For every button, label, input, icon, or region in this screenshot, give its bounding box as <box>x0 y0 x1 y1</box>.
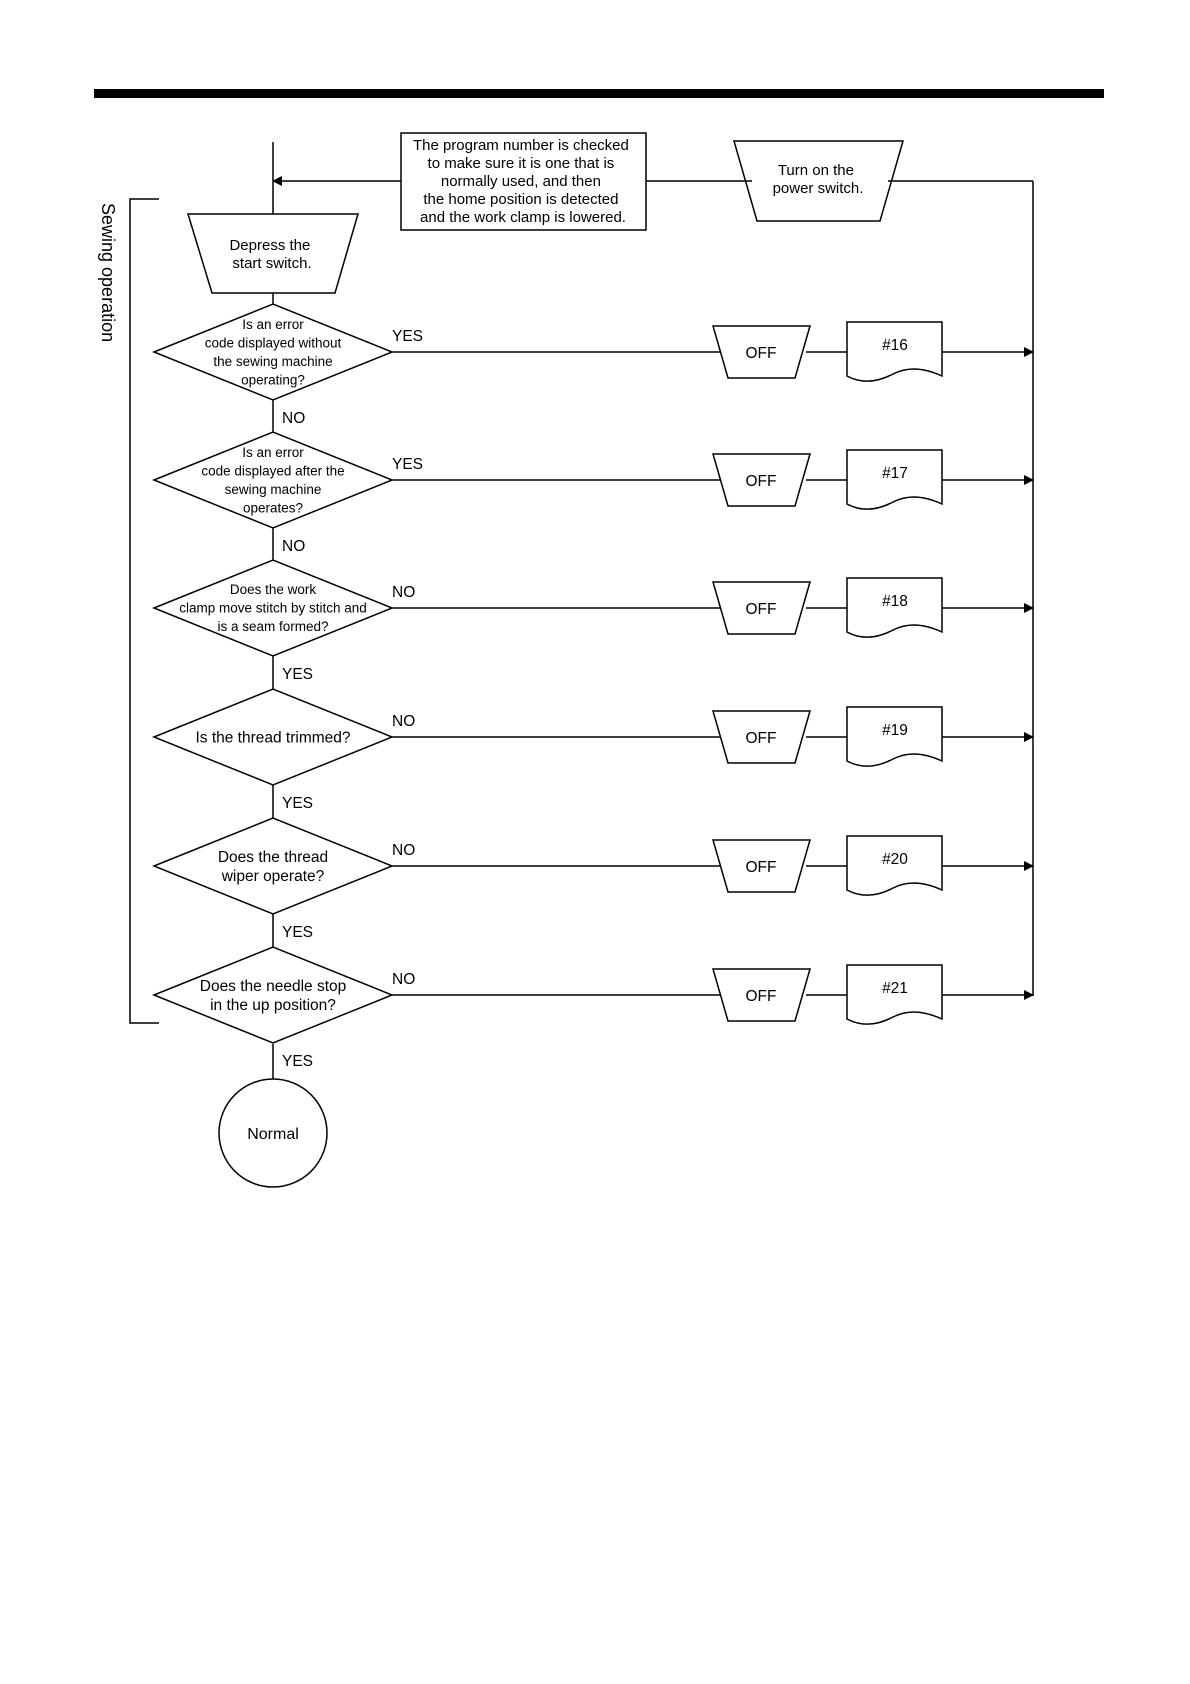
decision-4-off-text: OFF <box>746 730 777 747</box>
decision-2-branch-label: YES <box>392 456 423 473</box>
decision-3-ref-text: #18 <box>882 593 908 610</box>
decision-3-text: Does the work <box>230 582 317 597</box>
decision-4-ref-document <box>846 706 943 767</box>
decision-1-ref-document <box>846 321 943 382</box>
decision-5-branch-label: NO <box>392 842 415 859</box>
sewing-operation-bracket <box>129 198 159 1024</box>
program-check-text: The program number is checked to make su… <box>413 137 633 226</box>
decision-1-off-text: OFF <box>746 345 777 362</box>
decision-4-text: Is the thread trimmed? <box>195 729 350 746</box>
decision-2-text: sewing machine <box>225 482 322 497</box>
decision-2-ref-text: #17 <box>882 465 908 482</box>
decision-5-text: Does the thread <box>218 849 328 866</box>
decision-2-text: code displayed after the <box>201 463 344 478</box>
normal-terminal <box>218 1078 328 1188</box>
power-switch-shape <box>733 140 904 222</box>
decision-1-text: Is an error <box>242 317 304 332</box>
decision-3-off-text: OFF <box>746 601 777 618</box>
decision-3-off-shape <box>712 581 811 635</box>
decision-2-ref-document <box>846 449 943 510</box>
decision-4-ref-text: #19 <box>882 722 908 739</box>
decision-1-text: operating? <box>241 372 305 387</box>
decision-1-text: the sewing machine <box>213 354 332 369</box>
decision-1-text: code displayed without <box>205 335 342 350</box>
normal-terminal-text: Normal <box>247 1126 299 1143</box>
decision-3-text: clamp move stitch by stitch and <box>179 601 367 616</box>
decision-4-branch-label: NO <box>392 713 415 730</box>
start-switch-text: Depress the start switch. <box>229 237 314 272</box>
decision-6-diamond <box>151 946 395 1044</box>
decision-6-ref-document <box>846 964 943 1025</box>
decision-3-text: is a seam formed? <box>217 619 328 634</box>
decision-6-branch-label: NO <box>392 971 415 988</box>
decision-2-text: operates? <box>243 500 303 515</box>
decision-6-off-shape <box>712 968 811 1022</box>
decision-5-continue-label: YES <box>282 924 313 941</box>
decision-6-continue-label: YES <box>282 1053 313 1070</box>
decision-6-text: in the up position? <box>210 997 336 1014</box>
decision-6-ref-text: #21 <box>882 980 908 997</box>
decision-5-off-text: OFF <box>746 859 777 876</box>
decision-6-text: Does the needle stop <box>200 978 347 995</box>
decision-2-continue-label: NO <box>282 538 305 555</box>
decision-5-text: wiper operate? <box>221 868 325 885</box>
decision-5-diamond <box>151 817 395 915</box>
decision-2-off-text: OFF <box>746 473 777 490</box>
program-check-box <box>400 132 647 231</box>
decision-3-continue-label: YES <box>282 666 313 683</box>
decision-3-ref-document <box>846 577 943 638</box>
decision-1-branch-label: YES <box>392 328 423 345</box>
decision-3-branch-label: NO <box>392 584 415 601</box>
decision-1-ref-text: #16 <box>882 337 908 354</box>
header-rule <box>94 89 1104 98</box>
decision-4-off-shape <box>712 710 811 764</box>
decision-2-off-shape <box>712 453 811 507</box>
decision-4-continue-label: YES <box>282 795 313 812</box>
decision-5-ref-document <box>846 835 943 896</box>
decision-6-off-text: OFF <box>746 988 777 1005</box>
decision-5-ref-text: #20 <box>882 851 908 868</box>
decisions-group: Is an error code displayed without the sew… <box>151 303 1034 1070</box>
sewing-operation-label: Sewing operation <box>98 203 118 342</box>
decision-1-off-shape <box>712 325 811 379</box>
decision-1-continue-label: NO <box>282 410 305 427</box>
power-switch-text: Turn on the power switch. <box>773 162 864 197</box>
start-switch-shape <box>186 213 359 294</box>
decision-2-text: Is an error <box>242 445 304 460</box>
decision-5-off-shape <box>712 839 811 893</box>
